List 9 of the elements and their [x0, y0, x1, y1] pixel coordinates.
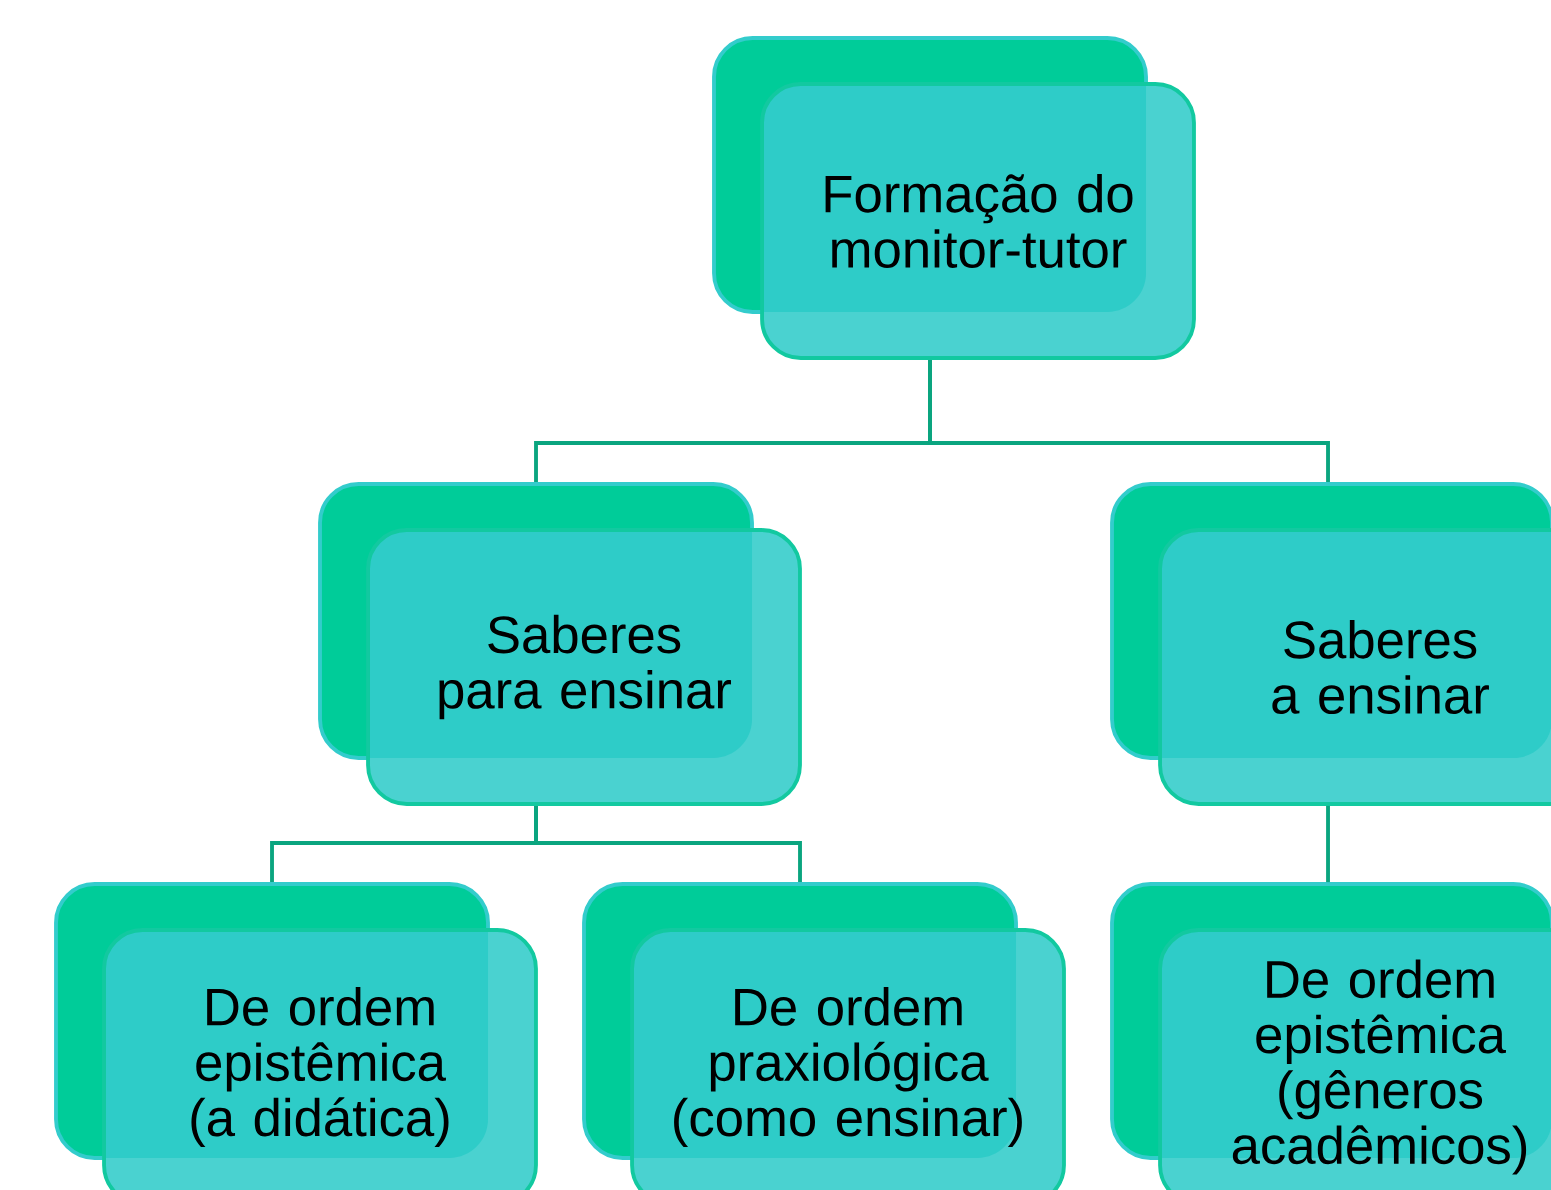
- node-box: De ordem epistêmica (gêneros acadêmicos): [1110, 882, 1551, 1190]
- connector-line: [928, 359, 1330, 483]
- connector-line: [534, 805, 802, 883]
- node-box: De ordem epistêmica (a didática): [54, 882, 538, 1190]
- node-box: De ordem praxiológica (como ensinar): [582, 882, 1066, 1190]
- node-box: Saberes para ensinar: [318, 482, 802, 806]
- connector-line: [1326, 805, 1330, 883]
- node-box: Formação do monitor-tutor: [712, 36, 1196, 360]
- node-box: Saberes a ensinar: [1110, 482, 1551, 806]
